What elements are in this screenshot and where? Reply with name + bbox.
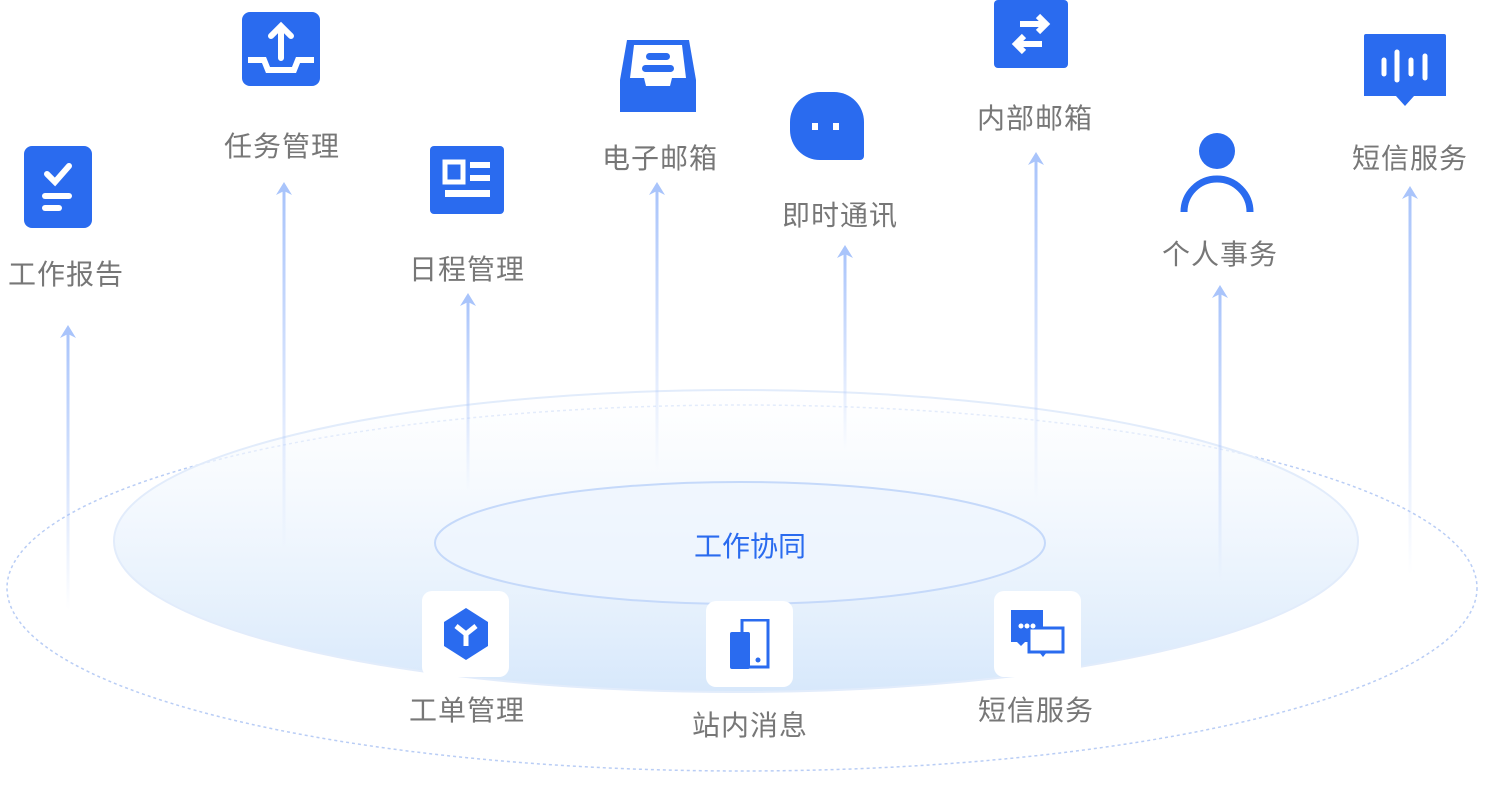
upload-tray-icon[interactable] xyxy=(242,12,320,86)
hexagon-ticket-icon xyxy=(443,608,488,660)
module-label: 短信服务 xyxy=(1351,142,1469,175)
outer-orbit xyxy=(6,404,1478,772)
module-label: 电子邮箱 xyxy=(601,142,719,175)
hexagon-ticket-card[interactable] xyxy=(422,591,509,677)
rising-arrow xyxy=(1028,152,1044,500)
swap-arrows-icon[interactable] xyxy=(994,0,1068,68)
devices-card[interactable] xyxy=(706,601,793,687)
module-label: 内部邮箱 xyxy=(976,102,1094,135)
voice-message-icon[interactable] xyxy=(1364,34,1446,108)
rising-arrow xyxy=(276,182,292,550)
module-label: 工作报告 xyxy=(7,258,125,291)
chat-bubbles-icon xyxy=(1010,610,1064,657)
module-label: 任务管理 xyxy=(223,130,341,163)
bottom-module-label: 工单管理 xyxy=(408,694,526,727)
bottom-module-label: 站内消息 xyxy=(691,709,809,742)
chat-bubbles-card[interactable] xyxy=(994,591,1081,677)
module-label: 即时通讯 xyxy=(781,199,899,232)
chat-bubble-icon[interactable] xyxy=(790,92,864,160)
bottom-module-label: 短信服务 xyxy=(977,694,1095,727)
devices-icon xyxy=(729,619,769,669)
module-label: 日程管理 xyxy=(408,253,526,286)
rising-arrow xyxy=(460,293,476,490)
person-icon[interactable] xyxy=(1180,132,1254,214)
schedule-board-icon[interactable] xyxy=(430,146,504,214)
center-label: 工作协同 xyxy=(693,530,807,563)
rising-arrow xyxy=(837,245,853,450)
rising-arrow xyxy=(1212,285,1228,580)
inbox-drawer-icon[interactable] xyxy=(620,40,696,112)
module-label: 个人事务 xyxy=(1161,238,1279,271)
checklist-icon[interactable] xyxy=(24,146,92,228)
rising-arrow xyxy=(1402,186,1418,575)
rising-arrow xyxy=(60,325,76,610)
rising-arrow xyxy=(649,182,665,470)
